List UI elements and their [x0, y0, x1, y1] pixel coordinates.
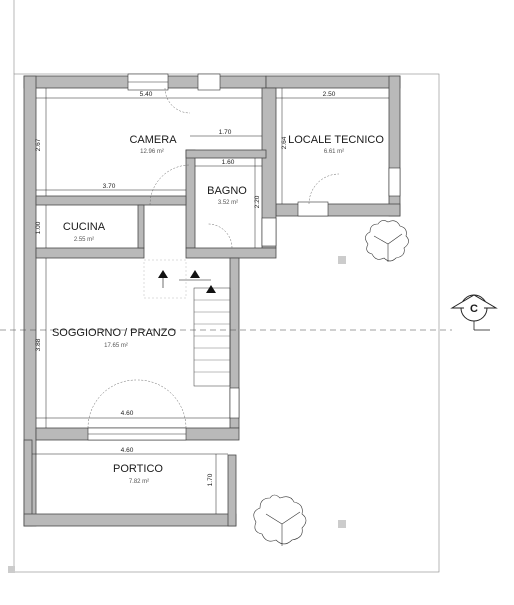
- walls: [23, 75, 401, 527]
- room-area-soggiorno-pranzo: 17.65 m²: [104, 343, 128, 349]
- room-area-bagno: 3.52 m²: [218, 200, 238, 206]
- section-marker: [450, 294, 498, 331]
- dim-camera-width: 5.40: [140, 91, 153, 98]
- dim-corridor: 1.70: [219, 129, 232, 136]
- dim-locale-height: 2.64: [281, 136, 288, 149]
- dim-portico-width: 4.60: [121, 447, 134, 454]
- dim-camera-lower: 3.70: [103, 183, 116, 190]
- dim-bagno-width: 1.60: [222, 159, 235, 166]
- room-area-locale-tecnico: 6.61 m²: [324, 149, 344, 155]
- door-swings: [87, 87, 340, 429]
- room-name-cucina: CUCINA: [63, 221, 106, 233]
- dim-locale-width: 2.50: [323, 91, 336, 98]
- tree-icon: [253, 494, 307, 546]
- staircase: [158, 270, 231, 387]
- room-name-portico: PORTICO: [113, 463, 163, 475]
- room-area-portico: 7.82 m²: [129, 479, 149, 485]
- column-marker: [8, 566, 15, 573]
- room-name-locale-tecnico: LOCALE TECNICO: [288, 134, 384, 146]
- dim-camera-height: 2.67: [35, 138, 42, 151]
- tree-icon: [365, 220, 409, 262]
- column-marker: [338, 256, 346, 264]
- lot-boundary: [13, 73, 440, 573]
- dim-cucina-height: 1.00: [35, 221, 42, 234]
- room-name-camera: CAMERA: [129, 134, 177, 146]
- room-area-camera: 12.96 m²: [140, 149, 164, 155]
- room-name-bagno: BAGNO: [207, 185, 247, 197]
- room-name-soggiorno-pranzo: SOGGIORNO / PRANZO: [52, 327, 177, 339]
- section-marker-label: C: [470, 303, 478, 315]
- room-area-cucina: 2.55 m²: [74, 237, 94, 243]
- dim-soggiorno-width: 4.60: [121, 410, 134, 417]
- dim-soggiorno-height: 3.88: [35, 338, 42, 351]
- dim-bagno-height: 2.20: [254, 195, 261, 208]
- column-marker: [338, 520, 346, 528]
- windows: [87, 73, 401, 441]
- dim-portico-height: 1.70: [207, 473, 214, 486]
